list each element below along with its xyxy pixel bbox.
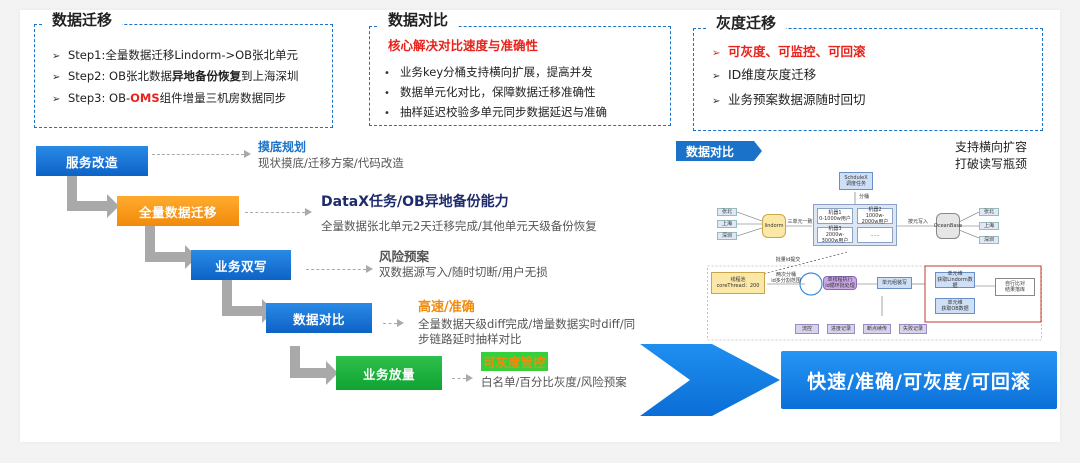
right-note-1: 支持横向扩容 <box>955 140 1028 154</box>
result-banner: 快速/准确/可灰度/可回滚 <box>781 351 1057 409</box>
elbow-arrow-2 <box>145 226 197 269</box>
step-service-refactor: 服务改造 <box>36 146 148 176</box>
connector-1 <box>152 154 244 155</box>
left-city-2: 上海 <box>717 220 737 228</box>
heading-datax: DataX任务/OB异地备份能力 <box>321 194 509 210</box>
desc-datax: 全量数据张北单元2天迁移完成/其他单元天级备份恢复 <box>321 219 597 233</box>
compare-title: 数据对比 <box>378 10 459 30</box>
compare-item-3: •抽样延迟校验多单元同步数据延迟与准确 <box>384 105 607 119</box>
connector-4-arrowhead <box>397 319 404 327</box>
bottom-item-flowcontrol: 流控 <box>795 324 819 334</box>
migration-step-1: ➢Step1:全量数据迁移Lindorm->OB张北单元 <box>52 48 299 62</box>
compare-item-2: •数据单元化对比，保障数据迁移准确性 <box>384 85 596 99</box>
connector-5 <box>452 378 466 379</box>
compare-box <box>369 26 671 126</box>
connector-3-arrowhead <box>366 265 373 273</box>
connector-2-arrowhead <box>305 208 312 216</box>
oceanbase-db: OceanBase <box>934 213 962 239</box>
migration-step-3: ➢Step3: OB-OMS组件增量三机房数据同步 <box>52 91 287 105</box>
bottom-item-resume: 断点续传 <box>863 324 891 334</box>
architecture-lines <box>707 192 1042 341</box>
connector-4 <box>383 323 397 324</box>
step-full-migration: 全量数据迁移 <box>117 196 239 226</box>
compare-tag: 数据对比 <box>676 141 762 161</box>
bottom-item-progress: 进度记录 <box>827 324 855 334</box>
heading-fast-accurate: 高速/准确 <box>418 300 475 315</box>
migration-title: 数据迁移 <box>42 10 123 30</box>
gray-box <box>693 28 1043 131</box>
heading-survey-plan: 摸底规划 <box>258 140 307 154</box>
step-dual-write: 业务双写 <box>191 250 291 280</box>
right-note-2: 打破读写瓶颈 <box>955 157 1028 171</box>
compare-item-1: •业务key分桶支持横向扩展，提高并发 <box>384 65 593 79</box>
desc-fast-accurate-2: 步链路延时抽样对比 <box>418 332 522 346</box>
elbow-arrow-3 <box>222 280 274 323</box>
single-lindorm-box: 单元维获取Lindorm数据 <box>935 271 975 289</box>
connector-1-arrowhead <box>244 150 251 158</box>
lindorm-db: lindorm <box>762 214 786 238</box>
migration-step-2: ➢Step2: OB张北数据异地备份恢复到上海深圳 <box>52 69 299 83</box>
desc-risk-plan: 双数据源写入/随时切断/用户无损 <box>379 265 548 279</box>
gray-item-2: ➢ID维度灰度迁移 <box>712 67 817 82</box>
split-label: 分桶 <box>858 194 869 200</box>
connector-2 <box>245 212 305 213</box>
right-city-1: 张北 <box>979 208 999 216</box>
heading-gray-control: 可灰度管控 <box>481 352 548 371</box>
desc-fast-accurate-1: 全量数据天级diff完成/增量数据实时diff/同 <box>418 317 636 331</box>
result-chevron <box>640 344 780 416</box>
bottom-item-failure: 失败记录 <box>899 324 927 334</box>
diff-write-label: 按元写入 <box>907 218 928 225</box>
gray-item-1: ➢可灰度、可监控、可回滚 <box>712 44 866 59</box>
left-city-3: 深圳 <box>717 232 737 240</box>
three-unit-label: 三单元一致 <box>787 218 813 225</box>
step-business-rollout: 业务放量 <box>336 356 442 390</box>
right-city-2: 上海 <box>979 222 999 230</box>
gray-title: 灰度迁移 <box>706 13 787 33</box>
batch-label: 批量id提交 <box>775 256 801 263</box>
staircase-arrows <box>67 174 338 385</box>
migration-box <box>34 24 333 128</box>
auto-compare-box: 自行比对结果落库 <box>995 278 1035 296</box>
connector-5-arrowhead <box>466 374 473 382</box>
compare-tag-label: 数据对比 <box>686 145 735 159</box>
heading-risk-plan: 风险预案 <box>379 249 430 264</box>
elbow-arrow-1 <box>67 174 119 218</box>
gray-item-3: ➢业务预案数据源随时回切 <box>712 92 866 107</box>
left-city-1: 张北 <box>717 208 737 216</box>
elbow-arrow-4 <box>290 346 338 385</box>
compare-subtitle: 核心解决对比速度与准确性 <box>388 38 539 53</box>
single-ob-box: 单元维获取OB数据 <box>935 298 975 314</box>
step-data-compare: 数据对比 <box>266 303 372 333</box>
right-city-3: 深圳 <box>979 236 999 244</box>
unit-diff-box: 单元组装写 <box>877 277 912 289</box>
desc-survey-plan: 现状摸底/迁移方案/代码改造 <box>258 156 404 170</box>
machine-more: ...... <box>857 227 893 243</box>
desc-gray-control: 白名单/百分比灰度/风险预案 <box>481 375 627 389</box>
connector-3 <box>306 269 366 270</box>
